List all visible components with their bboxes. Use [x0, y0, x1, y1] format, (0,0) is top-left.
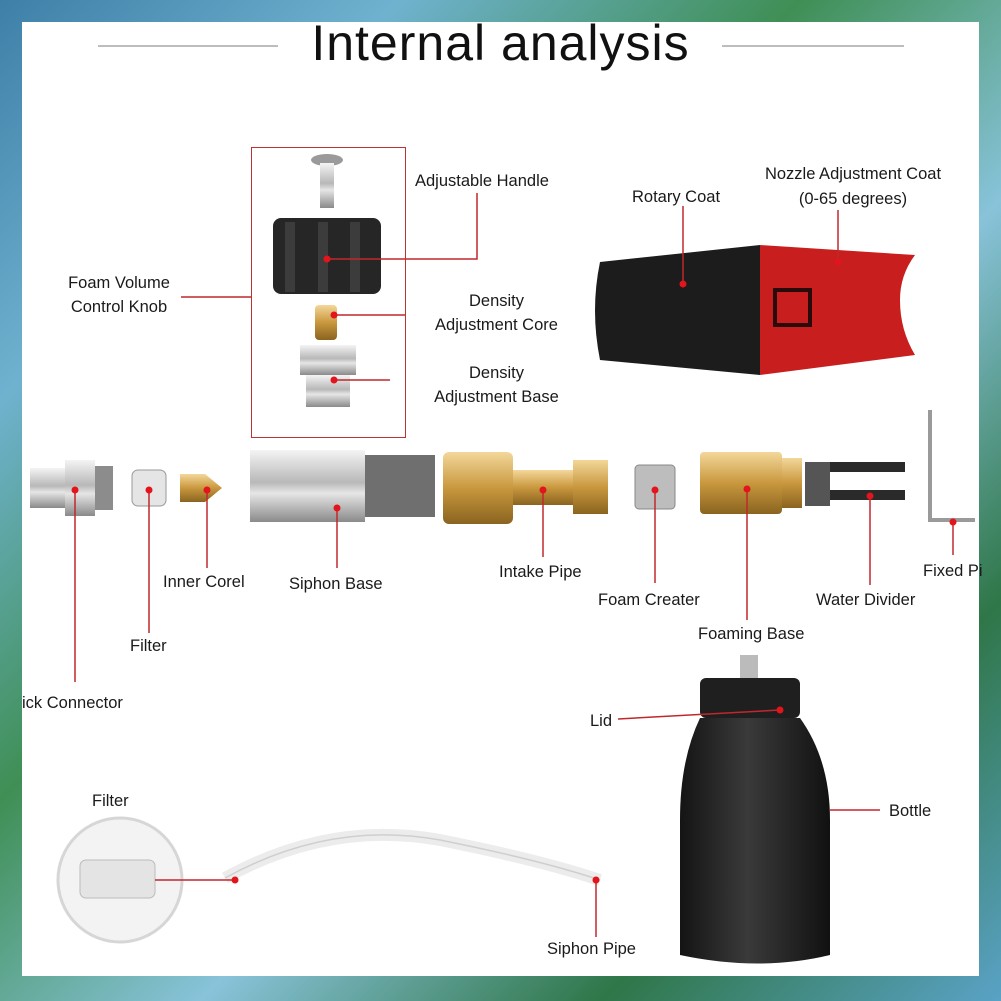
label-nozzle-adjustment-coat: Nozzle Adjustment Coat	[764, 165, 942, 183]
label-density-core-2: Adjustment Core	[435, 316, 558, 334]
label-bottle: Bottle	[889, 802, 932, 820]
label-adjustable-handle: Adjustable Handle	[415, 172, 549, 190]
label-foam-volume-1: Foam Volume	[68, 274, 170, 292]
label-siphon-pipe: Siphon Pipe	[547, 940, 636, 958]
label-quick-connector: ick Connector	[22, 694, 123, 712]
label-fixed-pin: Fixed Pi	[923, 562, 983, 580]
label-density-core-1: Density	[468, 292, 525, 310]
label-inner-corel: Inner Corel	[163, 573, 245, 591]
title-rule-right	[722, 45, 904, 47]
label-density-base-1: Density	[468, 364, 525, 382]
label-foam-creater: Foam Creater	[598, 591, 700, 609]
label-water-divider: Water Divider	[816, 591, 916, 609]
label-intake-pipe: Intake Pipe	[499, 563, 582, 581]
page-title: Internal analysis	[311, 15, 690, 71]
label-siphon-base: Siphon Base	[289, 575, 383, 593]
label-foaming-base: Foaming Base	[698, 625, 805, 643]
label-nozzle-degrees: (0-65 degrees)	[798, 190, 908, 208]
label-filter-top: Filter	[130, 637, 167, 655]
foam-volume-knob-box	[251, 147, 406, 438]
label-filter-bottom: Filter	[92, 792, 129, 810]
label-density-base-2: Adjustment Base	[434, 388, 559, 406]
title-rule-left	[98, 45, 278, 47]
label-lid: Lid	[590, 712, 613, 730]
label-rotary-coat: Rotary Coat	[632, 188, 721, 206]
label-foam-volume-2: Control Knob	[70, 298, 168, 316]
